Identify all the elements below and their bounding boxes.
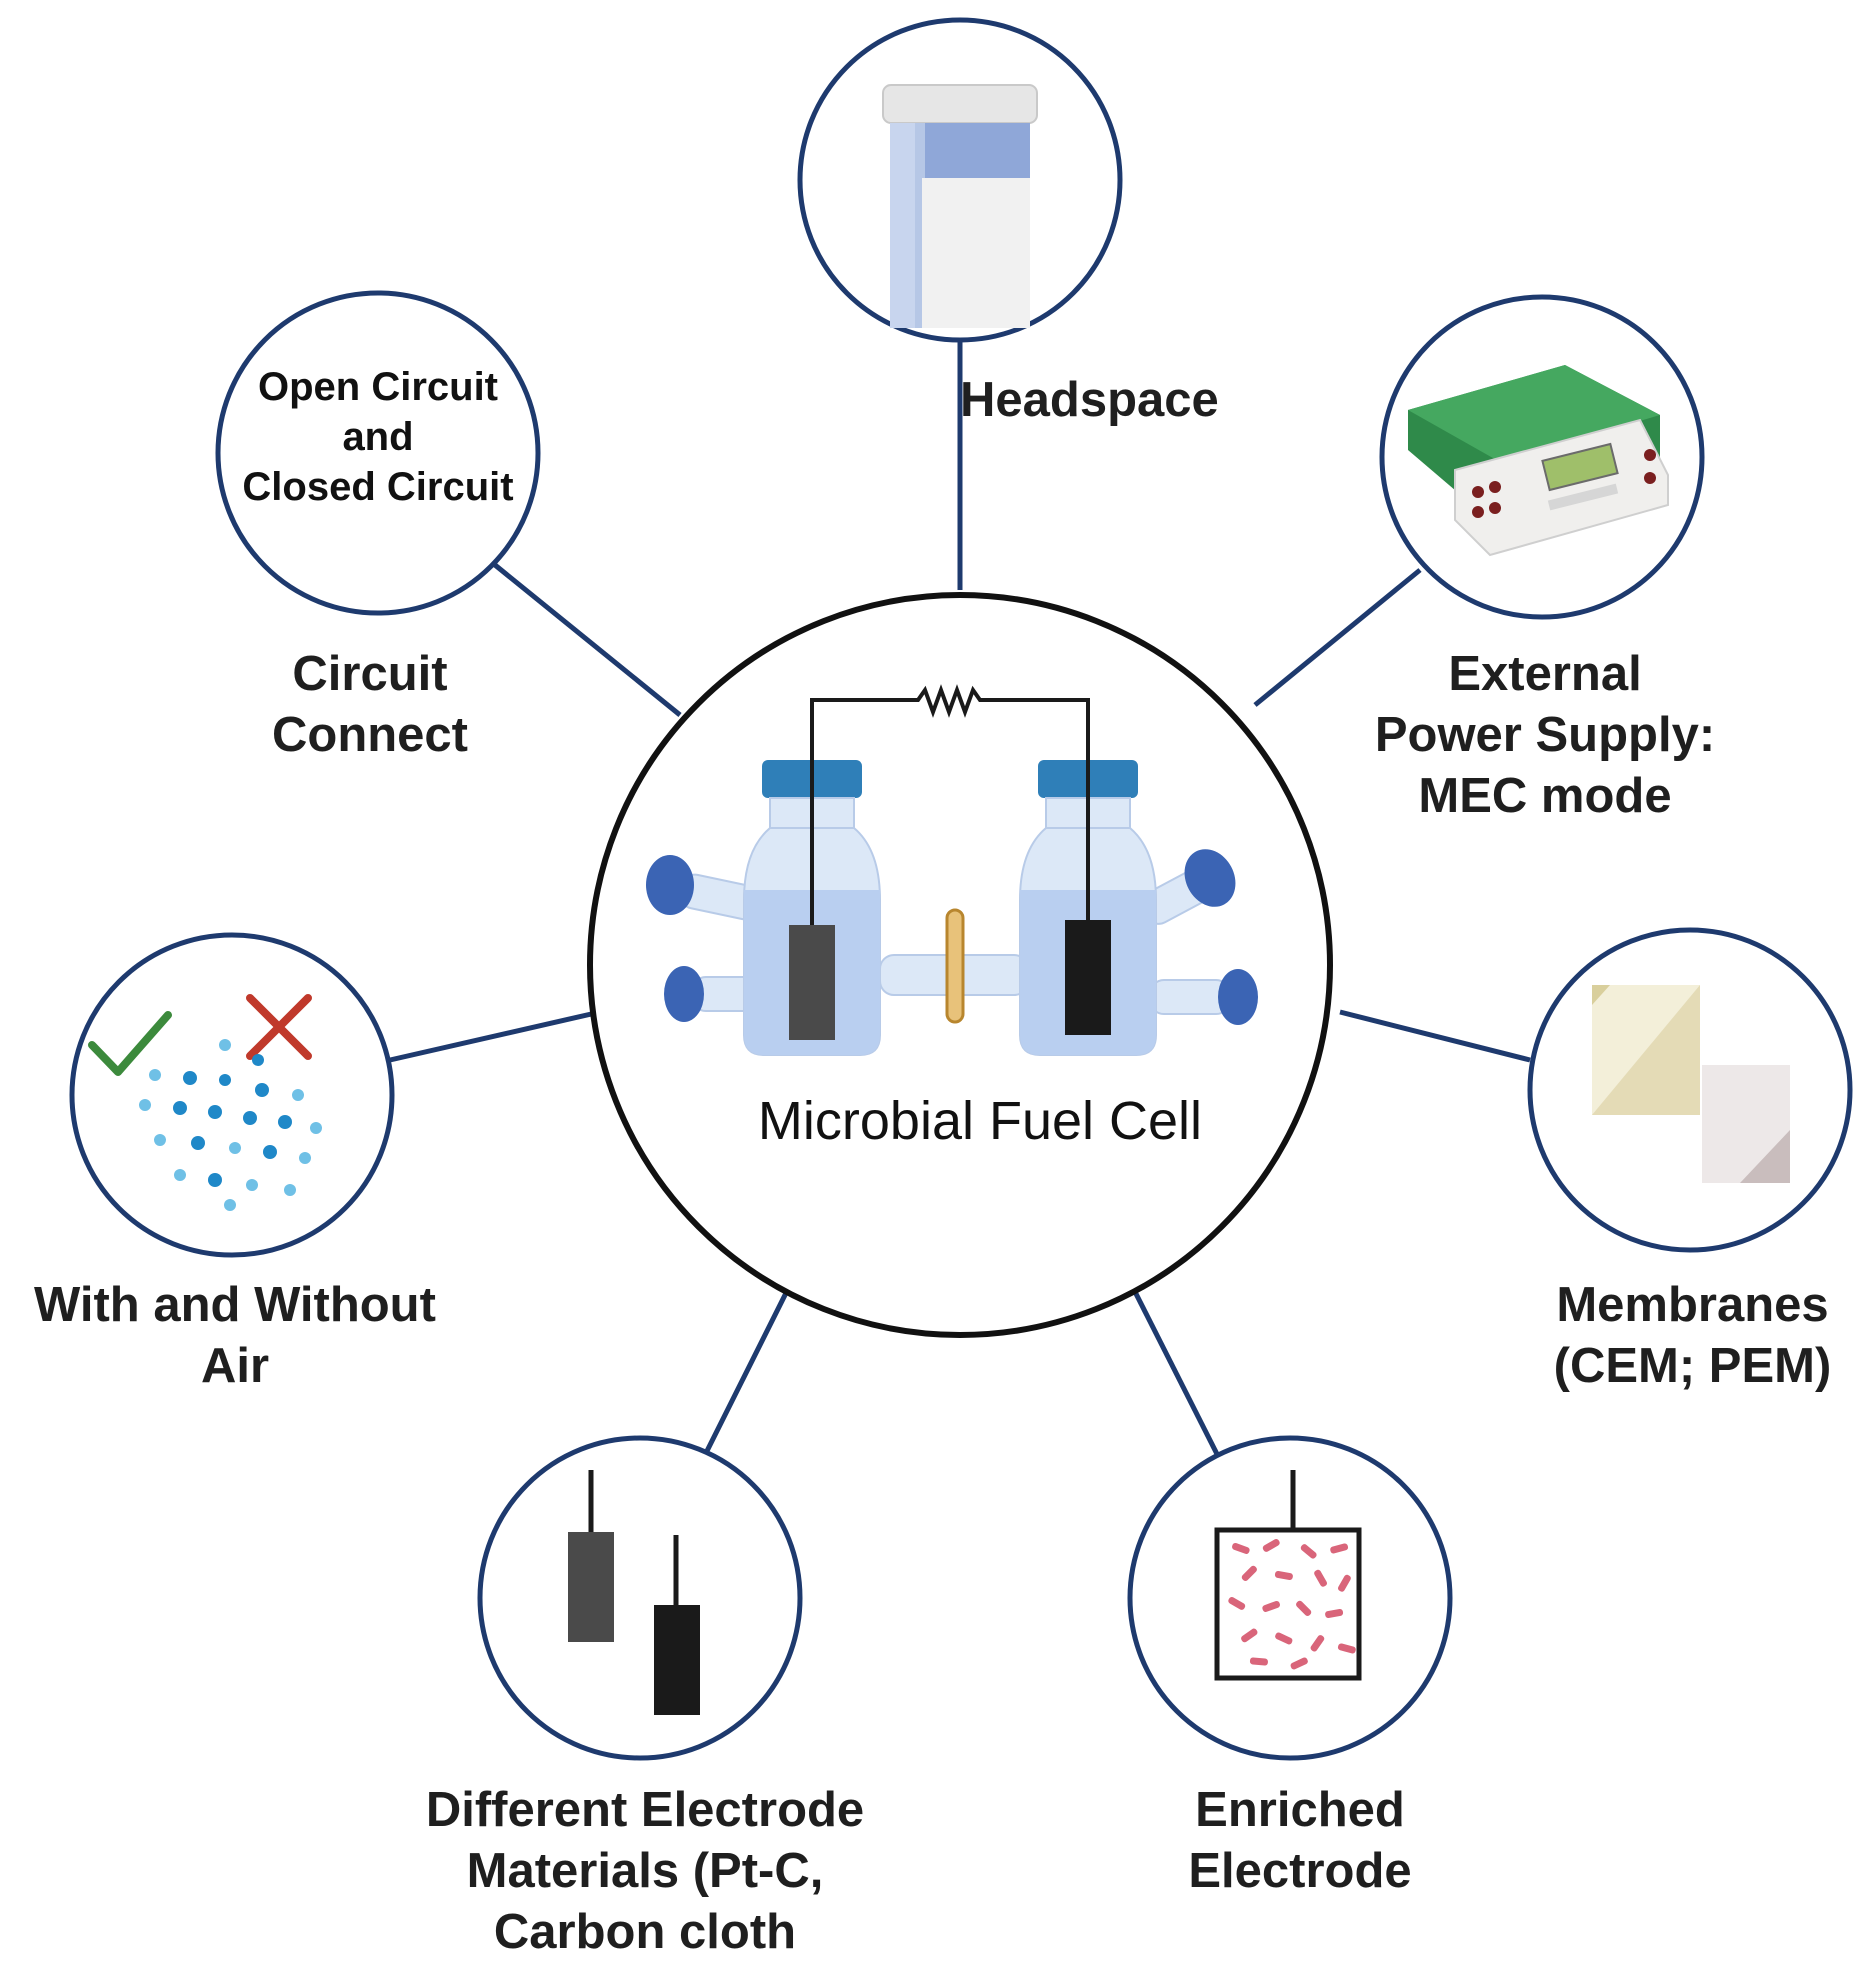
circuit-inner-line: Closed Circuit: [242, 465, 514, 509]
bridge-tube: [879, 908, 1029, 1024]
jar-icon: [882, 84, 1038, 328]
label-line: Power Supply:: [1374, 708, 1716, 762]
label-line: With and Without: [34, 1278, 436, 1332]
label-membranes: Membranes (CEM; PEM): [1520, 1275, 1865, 1397]
label-line: Enriched: [1195, 1783, 1405, 1837]
node-air-circle: [69, 932, 395, 1258]
membranes-icon: [1592, 985, 1790, 1183]
connector-lines: [389, 340, 1531, 1462]
label-electrode-materials: Different Electrode Materials (Pt-C, Car…: [385, 1780, 905, 1963]
cross-icon: [246, 994, 312, 1060]
label-line: Air: [200, 1339, 270, 1393]
label-power: External Power Supply: MEC mode: [1335, 644, 1755, 827]
air-icon: [88, 994, 322, 1211]
connector-circuit: [493, 563, 682, 717]
label-air: With and Without Air: [0, 1275, 470, 1397]
label-enriched: Enriched Electrode: [1150, 1780, 1450, 1902]
label-line: Carbon cloth: [493, 1905, 797, 1959]
enriched-electrode-icon: [1214, 1470, 1362, 1681]
power-supply-icon: [1408, 365, 1669, 557]
mfc-illustration: [646, 684, 1258, 1056]
label-line: (CEM; PEM): [1553, 1339, 1832, 1393]
bacteria-cluster: [1228, 1538, 1356, 1670]
label-line: Headspace: [960, 373, 1219, 427]
connector-air: [389, 1009, 601, 1063]
circuit-inner-line: Open Circuit: [257, 365, 499, 409]
membrane-clamp: [945, 908, 965, 1024]
air-molecules: [139, 1039, 322, 1211]
label-line: External: [1448, 647, 1642, 701]
electrode-materials-icon: [568, 1470, 700, 1715]
right-electrode: [1065, 920, 1111, 1035]
label-line: Connect: [272, 708, 468, 762]
electrode-gray: [568, 1532, 614, 1642]
circuit-inner-text: Open Circuit and Closed Circuit: [218, 362, 538, 512]
label-line: Circuit: [292, 647, 448, 701]
circuit-wire: [810, 684, 1090, 920]
label-line: Materials (Pt-C,: [466, 1844, 824, 1898]
right-ports: [1140, 849, 1258, 1025]
electrode-dark: [654, 1605, 700, 1715]
connector-enriched: [1117, 1260, 1223, 1462]
label-headspace: Headspace: [960, 370, 1260, 431]
connector-power: [1253, 568, 1422, 707]
label-line: MEC mode: [1418, 769, 1672, 823]
left-bottle: [743, 760, 881, 1056]
check-icon: [88, 1011, 172, 1076]
center-title: Microbial Fuel Cell: [757, 1091, 1203, 1151]
label-line: Different Electrode: [425, 1783, 865, 1837]
label-line: Membranes: [1556, 1278, 1829, 1332]
left-electrode: [789, 925, 835, 1040]
label-line: Electrode: [1188, 1844, 1412, 1898]
label-circuit: Circuit Connect: [220, 644, 520, 766]
node-circuit-circle: [215, 290, 541, 616]
connector-membranes: [1339, 1009, 1531, 1063]
node-electrode-materials-circle: [477, 1435, 803, 1761]
circuit-inner-line: and: [342, 415, 414, 459]
right-bottle: [1019, 760, 1157, 1056]
